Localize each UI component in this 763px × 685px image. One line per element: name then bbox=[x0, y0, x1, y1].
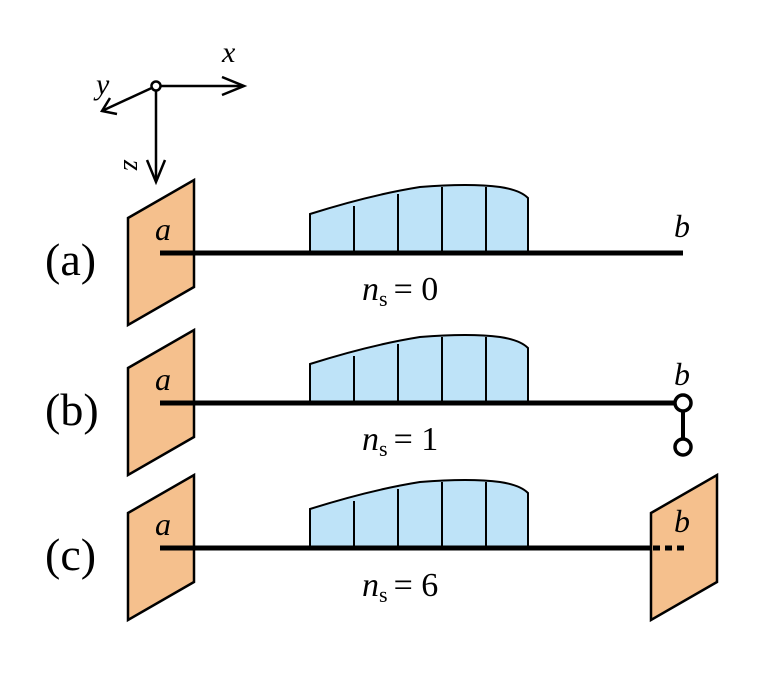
panel-tag: (a) bbox=[45, 234, 96, 285]
panel-tag: (c) bbox=[45, 529, 96, 580]
ns-value: = 6 bbox=[394, 567, 439, 604]
ns-label: ns= 6 bbox=[362, 567, 438, 607]
pinned-link-support bbox=[673, 393, 693, 457]
ns-subscript: s bbox=[379, 582, 388, 607]
distributed-load bbox=[309, 334, 529, 404]
end-a-label: a bbox=[155, 361, 171, 397]
ns-value: = 0 bbox=[394, 271, 439, 308]
end-a-label: a bbox=[155, 211, 171, 247]
ns-subscript: s bbox=[379, 286, 388, 311]
distributed-load bbox=[309, 184, 529, 254]
ns-value: = 1 bbox=[394, 421, 439, 458]
ns-symbol: n bbox=[362, 421, 379, 458]
axis-y-label: y bbox=[93, 68, 110, 101]
axis-triad bbox=[99, 75, 248, 186]
end-b-label: b bbox=[674, 503, 690, 539]
panel-tag: (b) bbox=[45, 384, 99, 435]
panel-c: (c) a b ns= 6 bbox=[45, 472, 719, 623]
axis-x-label: x bbox=[221, 36, 236, 69]
ns-subscript: s bbox=[379, 436, 388, 461]
end-a-label: a bbox=[155, 506, 171, 542]
ns-label: ns= 0 bbox=[362, 271, 438, 311]
end-b-label: b bbox=[674, 208, 690, 244]
ns-symbol: n bbox=[362, 271, 379, 308]
panel-a: (a) a b ns= 0 bbox=[45, 177, 690, 328]
axis-z-label: z bbox=[117, 159, 148, 171]
end-b-label: b bbox=[674, 356, 690, 392]
ns-label: ns= 1 bbox=[362, 421, 438, 461]
distributed-load bbox=[309, 479, 529, 549]
panel-b: (b) a b ns= 1 bbox=[45, 327, 693, 478]
ns-symbol: n bbox=[362, 567, 379, 604]
